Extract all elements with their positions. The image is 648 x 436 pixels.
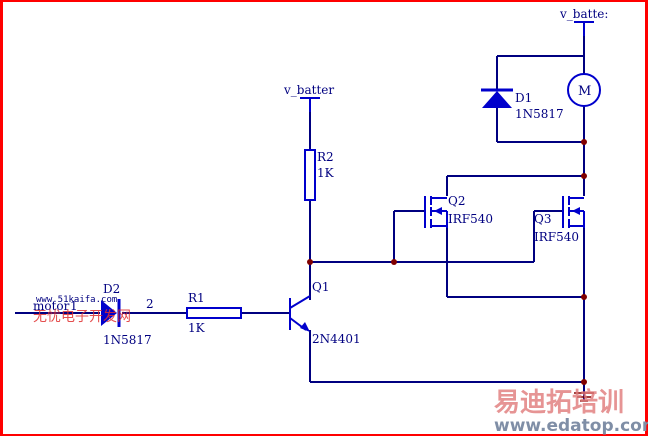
junction-dot: [581, 139, 587, 145]
q3-ref: Q3: [534, 212, 551, 226]
r1-ref: R1: [188, 291, 205, 305]
q1-ref: Q1: [312, 280, 329, 294]
d1-ref: D1: [515, 91, 532, 105]
junction-dot: [581, 294, 587, 300]
watermark-small-cn: 无忧电子开发网: [33, 309, 131, 325]
d2-ref: D2: [103, 282, 120, 296]
pin-1-label: 1: [70, 299, 78, 313]
q3-value: IRF540: [534, 230, 579, 244]
r2-ref: R2: [317, 150, 334, 164]
watermark-big-url: www.edatop.com: [494, 416, 648, 436]
diode-d1: [482, 91, 512, 108]
resistor-r2: [304, 149, 316, 201]
junction-dot: [391, 259, 397, 265]
junction-dot: [307, 259, 313, 265]
net-label-vbat-motor: v_batte:: [559, 7, 608, 21]
q1-value: 2N4401: [312, 332, 361, 346]
transistor-q1: [289, 295, 311, 331]
mosfet-q2: [424, 196, 448, 228]
net-label-vbat-q1: v_batter: [283, 83, 334, 97]
d1-value: 1N5817: [515, 107, 564, 121]
junction-dot: [581, 379, 587, 385]
ground-symbol: [574, 392, 594, 402]
input-net-label: motor: [33, 299, 70, 313]
watermark-small-url: www.51kaifa.com: [36, 295, 117, 305]
q2-value: IRF540: [448, 212, 493, 226]
motor: [567, 73, 601, 107]
r1-value: 1K: [188, 321, 206, 335]
junction-dot: [581, 173, 587, 179]
mosfet-q3: [562, 196, 585, 228]
d2-value: 1N5817: [103, 333, 152, 347]
r2-value: 1K: [317, 166, 335, 180]
q2-ref: Q2: [448, 194, 465, 208]
watermark-big-cn: 易迪拓培训: [494, 388, 624, 418]
motor-label: M: [578, 84, 591, 99]
diode-d2: [101, 300, 117, 326]
pin-2-label: 2: [146, 297, 154, 311]
resistor-r1: [186, 307, 242, 319]
